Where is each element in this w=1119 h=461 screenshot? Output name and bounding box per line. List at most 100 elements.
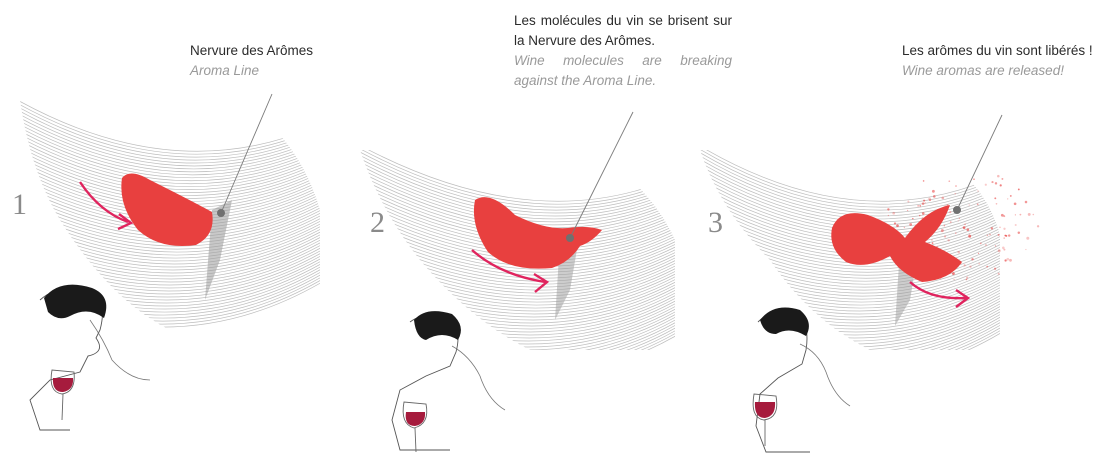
step-number: 2 xyxy=(370,206,385,240)
aroma-particle xyxy=(941,229,944,232)
aroma-particle xyxy=(967,228,970,231)
aroma-particle xyxy=(985,184,987,186)
aroma-particle xyxy=(968,235,971,238)
glass-hatch-line xyxy=(690,157,1010,216)
aroma-particle xyxy=(1006,258,1009,261)
glass-hatch-line xyxy=(690,309,1010,356)
aroma-particle xyxy=(966,279,968,281)
glass-hatch-line xyxy=(690,267,1010,314)
aroma-particle xyxy=(941,197,944,200)
aroma-particle xyxy=(1009,259,1012,262)
aroma-particle xyxy=(995,182,997,184)
aroma-particle xyxy=(948,180,950,182)
glass-hatch-line xyxy=(0,240,330,285)
aroma-particle xyxy=(955,232,956,233)
aroma-particle xyxy=(923,200,925,202)
aroma-particle xyxy=(973,178,975,180)
aroma-particle xyxy=(950,221,952,223)
aroma-particle xyxy=(904,227,905,228)
glass-hatch-line xyxy=(350,309,690,356)
aroma-particle xyxy=(892,212,895,215)
aroma-particle xyxy=(887,208,889,210)
aroma-particle xyxy=(917,205,918,206)
aroma-particle xyxy=(1010,195,1012,197)
glass-hatch-line xyxy=(690,322,1010,371)
aroma-particle xyxy=(1008,234,1010,236)
aroma-particle xyxy=(977,190,978,191)
aroma-particle xyxy=(1001,214,1004,217)
aroma-particle xyxy=(922,212,925,215)
man-sniffing-wine-glass xyxy=(30,285,150,430)
glass-hatch-line xyxy=(690,290,1010,335)
aroma-particle xyxy=(1002,247,1005,250)
aroma-particle xyxy=(896,224,899,227)
aroma-particle xyxy=(978,253,979,254)
glass-hatch-line xyxy=(690,319,1010,368)
aroma-particle xyxy=(944,235,946,237)
step-3-caption: Les arômes du vin sont libérés ! Wine ar… xyxy=(902,41,1112,81)
glass-hatch-line xyxy=(350,140,690,201)
aroma-particle xyxy=(1003,237,1005,239)
aroma-particle xyxy=(1028,213,1031,216)
aroma-particle xyxy=(1000,184,1002,186)
aroma-particle xyxy=(964,223,966,225)
man-drinking-wine xyxy=(753,308,850,452)
aroma-particle xyxy=(997,175,1000,178)
glass-hatch-line xyxy=(350,143,690,204)
aroma-particle xyxy=(947,239,949,241)
aroma-particle xyxy=(959,218,960,219)
aroma-particle xyxy=(909,223,912,226)
aroma-particle xyxy=(919,205,921,207)
aroma-particle xyxy=(995,245,996,246)
leader-line xyxy=(957,115,1002,210)
aroma-particle xyxy=(1025,201,1028,204)
aroma-particle xyxy=(969,266,971,268)
caption-french: Les arômes du vin sont libérés ! xyxy=(902,41,1112,61)
aroma-particle xyxy=(1026,237,1029,240)
aroma-particle xyxy=(994,268,996,270)
aroma-particle xyxy=(925,202,926,203)
aroma-particle xyxy=(933,195,936,198)
glass-hatch-line xyxy=(690,317,1010,365)
aroma-particle xyxy=(919,215,920,216)
aroma-particle xyxy=(977,203,979,205)
aroma-particle xyxy=(958,220,959,221)
aroma-particle xyxy=(1025,249,1026,250)
aroma-particle xyxy=(1001,178,1003,180)
aroma-particle xyxy=(952,272,955,275)
aroma-particle xyxy=(932,190,935,193)
glass-hatch-line xyxy=(690,163,1010,222)
aroma-particle xyxy=(999,227,1000,228)
aroma-particle xyxy=(1004,235,1006,237)
caption-french: Nervure des Arômes xyxy=(190,41,330,61)
aroma-particle xyxy=(971,258,973,260)
glass-hatch-line xyxy=(350,306,690,353)
step-1-caption: Nervure des Arômes Aroma Line xyxy=(190,41,330,81)
glass-hatch-line xyxy=(690,303,1010,350)
step-1-panel: 1 Nervure des Arômes Aroma Line xyxy=(0,0,330,461)
aroma-particle xyxy=(1020,214,1022,216)
aroma-particle xyxy=(989,234,990,235)
aroma-particle xyxy=(953,279,954,280)
aroma-particle xyxy=(963,226,966,229)
aroma-particle xyxy=(986,266,988,268)
aroma-particle xyxy=(991,181,993,183)
glass-hatch-line xyxy=(0,113,330,172)
aroma-particle xyxy=(968,204,970,206)
glass-hatch-line xyxy=(0,103,330,163)
aroma-particle xyxy=(994,197,996,199)
glass-hatch-line xyxy=(690,306,1010,353)
aroma-particle xyxy=(949,211,951,213)
glass-hatch-line xyxy=(0,107,330,166)
glass-hatch-line xyxy=(0,97,330,157)
aroma-particle xyxy=(1015,224,1017,226)
aroma-particle xyxy=(922,202,925,205)
aroma-line-marker xyxy=(566,234,574,242)
aroma-particle xyxy=(1018,231,1020,233)
aroma-particle xyxy=(980,243,982,245)
glass-hatch-line xyxy=(350,322,690,371)
aroma-particle xyxy=(944,225,946,227)
aroma-particle xyxy=(969,234,970,235)
aroma-particle xyxy=(1014,202,1017,205)
aroma-particle xyxy=(998,234,1000,236)
